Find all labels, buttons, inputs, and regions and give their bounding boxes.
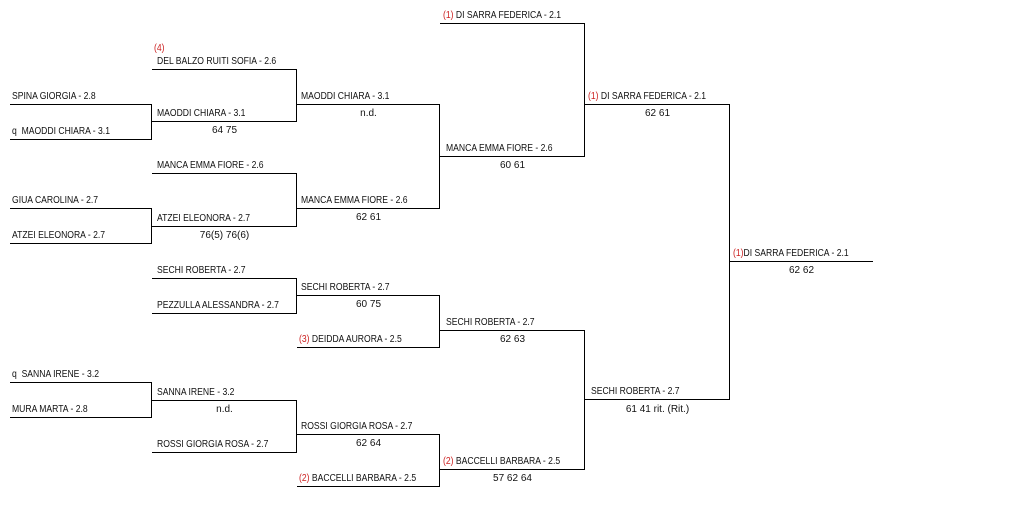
- seed-label: (4): [154, 43, 165, 54]
- match-score: 62 63: [499, 334, 526, 345]
- r2-line: [152, 313, 297, 314]
- r3-line: [297, 208, 440, 209]
- r5-player: (1) DI SARRA FEDERICA - 2.1: [588, 91, 707, 102]
- r1-line: [10, 243, 152, 244]
- r2-player: SECHI ROBERTA - 2.7: [157, 265, 246, 276]
- r3-player: ROSSI GIORGIA ROSA - 2.7: [301, 421, 413, 432]
- r2-connector: [296, 69, 297, 122]
- r5-player: SECHI ROBERTA - 2.7: [591, 386, 680, 397]
- r1-connector: [151, 382, 152, 418]
- r2-line: [152, 121, 297, 122]
- match-score: 62 64: [355, 438, 382, 449]
- r3-connector: [439, 295, 440, 348]
- r3-connector: [439, 104, 440, 209]
- match-score: 60 75: [355, 299, 382, 310]
- r1-player: GIUA CAROLINA - 2.7: [12, 195, 99, 206]
- r5-connector: [729, 104, 730, 400]
- r4-line: [440, 469, 585, 470]
- r3-player: SECHI ROBERTA - 2.7: [301, 282, 390, 293]
- r5-line: [585, 104, 730, 105]
- r2-line: [152, 69, 297, 70]
- r1-connector: [151, 208, 152, 244]
- r2-line: [152, 278, 297, 279]
- match-score: n.d.: [216, 404, 233, 415]
- r3-player: (3) DEIDDA AURORA - 2.5: [299, 334, 402, 345]
- r3-line: [297, 434, 440, 435]
- r4-line: [440, 23, 585, 24]
- r4-player: MANCA EMMA FIORE - 2.6: [446, 143, 553, 154]
- r1-line: [10, 208, 152, 209]
- r1-player: SPINA GIORGIA - 2.8: [12, 91, 96, 102]
- r3-player: (2) BACCELLI BARBARA - 2.5: [299, 473, 417, 484]
- r3-player: MANCA EMMA FIORE - 2.6: [301, 195, 408, 206]
- r4-line: [440, 330, 585, 331]
- match-score: 62 61: [355, 212, 382, 223]
- match-score: 57 62 64: [493, 473, 532, 484]
- r1-line: [10, 139, 152, 140]
- match-score: 62 61: [644, 108, 671, 119]
- match-score: 60 61: [499, 160, 526, 171]
- r3-player: MAODDI CHIARA - 3.1: [301, 91, 390, 102]
- r2-connector: [296, 278, 297, 314]
- r1-player: ATZEI ELEONORA - 2.7: [12, 230, 106, 241]
- match-score: 61 41 rit. (Rit.): [625, 404, 690, 415]
- r4-connector: [584, 23, 585, 157]
- r4-player: (2) BACCELLI BARBARA - 2.5: [443, 456, 561, 467]
- r3-line: [297, 347, 440, 348]
- r2-player: ROSSI GIORGIA ROSA - 2.7: [157, 439, 269, 450]
- r2-player: SANNA IRENE - 3.2: [157, 387, 235, 398]
- r1-connector: [151, 104, 152, 140]
- r5-line: [585, 399, 730, 400]
- r2-player: DEL BALZO RUITI SOFIA - 2.6: [157, 56, 277, 67]
- r1-line: [10, 104, 152, 105]
- r3-connector: [439, 434, 440, 487]
- match-score: 62 62: [788, 265, 815, 276]
- r4-connector: [584, 330, 585, 470]
- r2-line: [152, 400, 297, 401]
- r1-player: q MAODDI CHIARA - 3.1: [12, 126, 110, 137]
- r2-connector: [296, 400, 297, 453]
- r1-line: [10, 382, 152, 383]
- r1-line: [10, 417, 152, 418]
- r4-player: SECHI ROBERTA - 2.7: [446, 317, 535, 328]
- match-score: 64 75: [211, 125, 238, 136]
- r1-player: q SANNA IRENE - 3.2: [12, 369, 99, 380]
- r2-line: [152, 226, 297, 227]
- winner-line: [730, 261, 873, 262]
- r4-line: [440, 156, 585, 157]
- r2-line: [152, 452, 297, 453]
- r2-player: PEZZULLA ALESSANDRA - 2.7: [157, 300, 279, 311]
- r2-player: ATZEI ELEONORA - 2.7: [157, 213, 251, 224]
- winner-player: (1)DI SARRA FEDERICA - 2.1: [733, 248, 849, 259]
- r2-connector: [296, 173, 297, 227]
- r2-line: [152, 173, 297, 174]
- match-score: 76(5) 76(6): [199, 230, 250, 241]
- r1-player: MURA MARTA - 2.8: [12, 404, 88, 415]
- match-score: n.d.: [360, 108, 377, 119]
- r3-line: [297, 486, 440, 487]
- r3-line: [297, 104, 440, 105]
- r2-player: MAODDI CHIARA - 3.1: [157, 108, 246, 119]
- r4-player: (1) DI SARRA FEDERICA - 2.1: [443, 10, 562, 21]
- r3-line: [297, 295, 440, 296]
- r2-player: MANCA EMMA FIORE - 2.6: [157, 160, 264, 171]
